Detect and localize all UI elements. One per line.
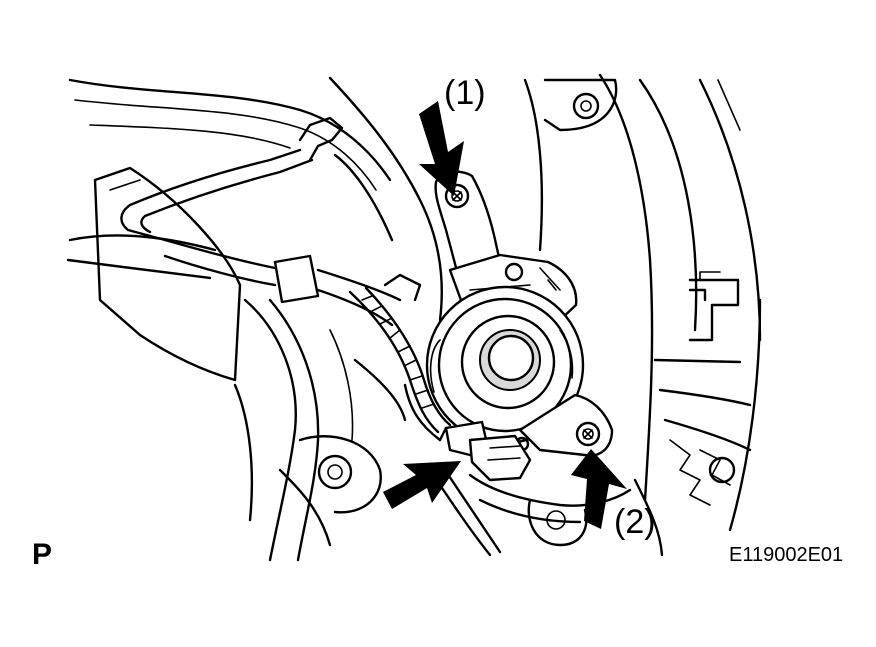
reference-code: E119002E01: [729, 544, 844, 566]
frame-right: [523, 73, 762, 557]
callout-label-1: (1): [444, 74, 486, 112]
view-letter: P: [32, 538, 53, 571]
callout-label-2: (2): [614, 503, 656, 541]
release-cylinder: [425, 170, 614, 482]
arrow-2-icon: [571, 449, 627, 529]
hose-line: [120, 116, 422, 327]
frame-lower: [468, 473, 632, 547]
arrow-1-icon: [419, 101, 464, 196]
body-panel: [66, 76, 443, 562]
arrow-connector-icon: [383, 461, 461, 509]
